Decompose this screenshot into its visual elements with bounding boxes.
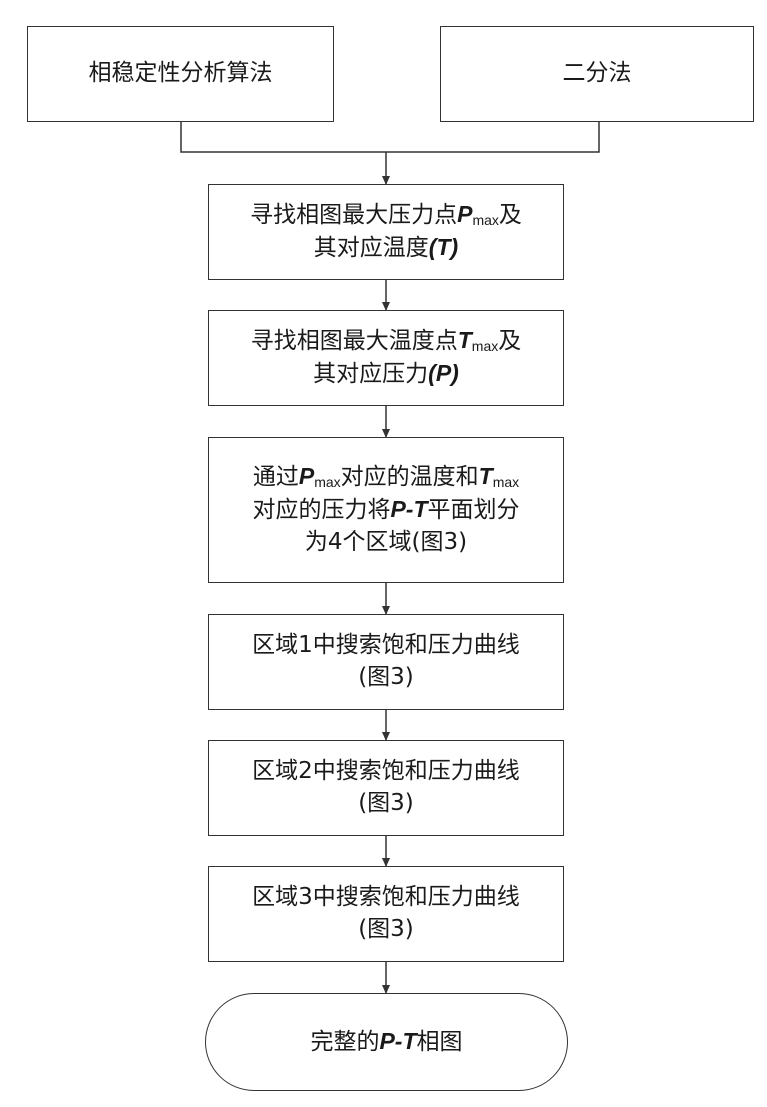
region2-box: 区域2中搜索饱和压力曲线 (图3)	[208, 740, 564, 836]
region1-line-2: (图3)	[358, 664, 414, 690]
find-tmax-line-1: 寻找相图最大温度点Tmax及	[250, 327, 522, 355]
region1-box: 区域1中搜索饱和压力曲线 (图3)	[208, 614, 564, 710]
phase-stability-box: 相稳定性分析算法	[27, 26, 334, 122]
result-terminal: 完整的P-T相图	[205, 993, 568, 1091]
merge-line	[180, 121, 600, 153]
find-tmax-line-2: 其对应压力(P)	[313, 360, 459, 387]
find-pmax-line-2: 其对应温度(T)	[313, 234, 459, 261]
bisection-label: 二分法	[562, 60, 632, 87]
bisection-box: 二分法	[440, 26, 754, 122]
find-tmax-box: 寻找相图最大温度点Tmax及 其对应压力(P)	[208, 310, 564, 406]
region3-line-2: (图3)	[358, 916, 414, 942]
region2-line-1: 区域2中搜索饱和压力曲线	[252, 758, 520, 785]
find-pmax-box: 寻找相图最大压力点Pmax及 其对应温度(T)	[208, 184, 564, 280]
find-pmax-line-1: 寻找相图最大压力点Pmax及	[250, 201, 522, 229]
divide-line-1: 通过Pmax对应的温度和Tmax	[252, 463, 520, 491]
divide-line-3: 为4个区域(图3)	[304, 528, 468, 555]
divide-plane-box: 通过Pmax对应的温度和Tmax 对应的压力将P-T平面划分 为4个区域(图3)	[208, 437, 564, 583]
phase-stability-label: 相稳定性分析算法	[88, 60, 273, 87]
region3-line-1: 区域3中搜索饱和压力曲线	[252, 884, 520, 911]
region1-line-1: 区域1中搜索饱和压力曲线	[252, 632, 520, 659]
region2-line-2: (图3)	[358, 790, 414, 816]
region3-box: 区域3中搜索饱和压力曲线 (图3)	[208, 866, 564, 962]
divide-line-2: 对应的压力将P-T平面划分	[252, 496, 520, 524]
result-label: 完整的P-T相图	[310, 1027, 463, 1055]
